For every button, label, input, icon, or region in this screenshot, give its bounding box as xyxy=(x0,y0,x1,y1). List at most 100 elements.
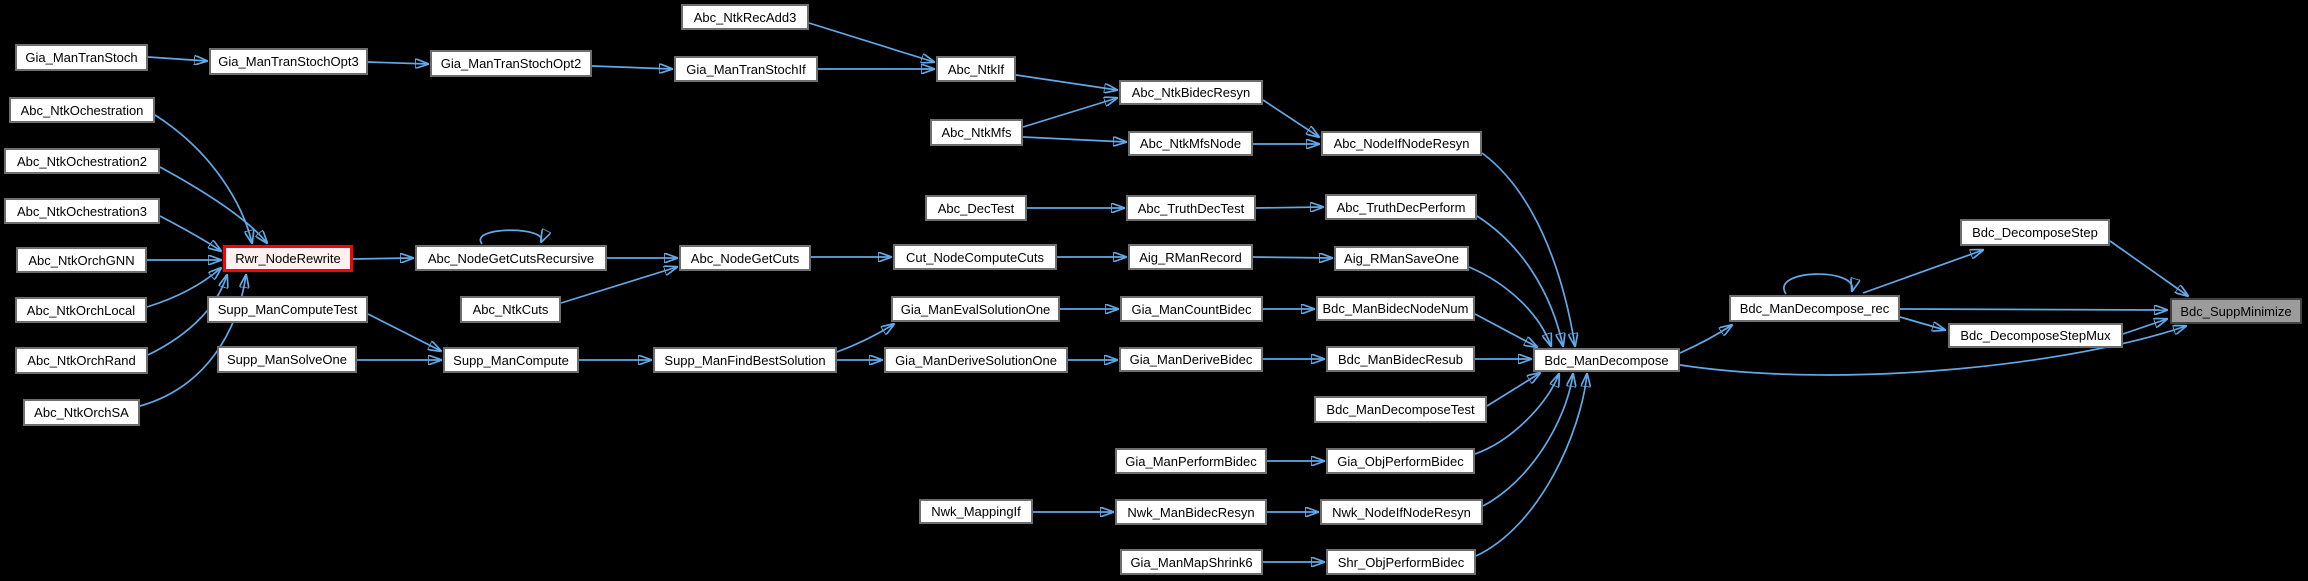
node-label: Abc_NtkBidecResyn xyxy=(1131,85,1251,100)
node-Rwr_NodeRewrite[interactable]: Rwr_NodeRewrite xyxy=(223,245,353,272)
node-Supp_ManFindBestSolution[interactable]: Supp_ManFindBestSolution xyxy=(653,347,837,373)
node-Bdc_ManBidecResub[interactable]: Bdc_ManBidecResub xyxy=(1326,346,1475,372)
node-label: Shr_ObjPerformBidec xyxy=(1337,554,1465,570)
node-label: Abc_NtkOchestration3 xyxy=(16,203,148,219)
node-Gia_ManDeriveBidec[interactable]: Gia_ManDeriveBidec xyxy=(1119,347,1263,372)
edge-Bdc_ManDecompose_rec-to-Bdc_ManDecompose_rec xyxy=(1783,273,1853,295)
node-Abc_NtkOrchLocal[interactable]: Abc_NtkOrchLocal xyxy=(15,297,147,323)
node-Abc_NodeIfNodeResyn[interactable]: Abc_NodeIfNodeResyn xyxy=(1321,131,1482,156)
node-Aig_RManRecord[interactable]: Aig_RManRecord xyxy=(1128,244,1253,270)
node-Abc_DecTest[interactable]: Abc_DecTest xyxy=(925,195,1027,221)
node-Abc_NodeGetCutsRecursive[interactable]: Abc_NodeGetCutsRecursive xyxy=(415,245,607,271)
node-label: Nwk_MappingIf xyxy=(931,504,1021,519)
node-label: Abc_NtkOrchRand xyxy=(27,353,136,368)
edge-Abc_NtkMfs-to-Abc_NtkMfsNode xyxy=(1022,136,1126,142)
edge-Bdc_ManDecompose_rec-to-Bdc_DecomposeStep xyxy=(1862,250,1983,294)
node-Gia_ManDeriveSolutionOne[interactable]: Gia_ManDeriveSolutionOne xyxy=(884,347,1068,373)
node-Aig_RManSaveOne[interactable]: Aig_RManSaveOne xyxy=(1334,246,1469,271)
node-label: Abc_NtkOchestration xyxy=(20,102,144,118)
edge-Bdc_ManDecompose_rec-to-Bdc_DecomposeStepMux xyxy=(1899,316,1945,330)
edge-Bdc_ManDecomposeTest-to-Bdc_ManDecompose xyxy=(1486,373,1540,407)
edge-Gia_ObjPerformBidec-to-Bdc_ManDecompose xyxy=(1474,374,1559,455)
node-Abc_NtkBidecResyn[interactable]: Abc_NtkBidecResyn xyxy=(1119,80,1263,105)
node-Abc_TruthDecPerform[interactable]: Abc_TruthDecPerform xyxy=(1325,194,1477,220)
edge-Abc_NtkOrchSA-to-Rwr_NodeRewrite xyxy=(139,275,246,407)
node-label: Abc_NtkIf xyxy=(947,61,1005,77)
node-label: Abc_NodeGetCutsRecursive xyxy=(427,250,595,266)
node-label: Cut_NodeComputeCuts xyxy=(905,249,1045,265)
node-Shr_ObjPerformBidec[interactable]: Shr_ObjPerformBidec xyxy=(1326,549,1476,575)
node-Abc_NtkOrchSA[interactable]: Abc_NtkOrchSA xyxy=(23,399,140,426)
node-Gia_ObjPerformBidec[interactable]: Gia_ObjPerformBidec xyxy=(1326,448,1475,474)
edge-Abc_TruthDecPerform-to-Bdc_ManDecompose xyxy=(1476,215,1563,346)
node-Gia_ManTranStochOpt2[interactable]: Gia_ManTranStochOpt2 xyxy=(430,50,592,77)
node-Gia_ManPerformBidec[interactable]: Gia_ManPerformBidec xyxy=(1115,448,1267,474)
edge-Abc_NodeGetCutsRecursive-to-Abc_NodeGetCutsRecursive xyxy=(479,230,541,244)
node-Bdc_ManDecomposeTest[interactable]: Bdc_ManDecomposeTest xyxy=(1314,396,1487,423)
node-label: Nwk_NodeIfNodeResyn xyxy=(1332,504,1471,520)
node-Gia_ManTranStochIf[interactable]: Gia_ManTranStochIf xyxy=(674,56,818,82)
node-Abc_NtkOchestration3[interactable]: Abc_NtkOchestration3 xyxy=(4,198,160,224)
node-label: Gia_ManPerformBidec xyxy=(1125,453,1257,469)
node-Bdc_SuppMinimize[interactable]: Bdc_SuppMinimize xyxy=(2170,298,2302,324)
edge-Bdc_ManDecompose-to-Bdc_SuppMinimize xyxy=(1679,326,2186,376)
node-Bdc_DecomposeStepMux[interactable]: Bdc_DecomposeStepMux xyxy=(1948,323,2123,348)
edge-Aig_RManRecord-to-Aig_RManSaveOne xyxy=(1252,257,1332,258)
node-label: Gia_ManDeriveSolutionOne xyxy=(895,352,1057,368)
node-Gia_ManTranStoch[interactable]: Gia_ManTranStoch xyxy=(15,44,148,71)
edge-Gia_ManTranStochOpt3-to-Gia_ManTranStochOpt2 xyxy=(367,62,428,64)
node-label: Bdc_ManBidecNodeNum xyxy=(1322,301,1469,316)
node-Abc_NtkRecAdd3[interactable]: Abc_NtkRecAdd3 xyxy=(681,4,809,30)
node-Gia_ManCountBidec[interactable]: Gia_ManCountBidec xyxy=(1120,296,1263,322)
node-Abc_NtkOchestration[interactable]: Abc_NtkOchestration xyxy=(9,97,155,123)
edge-Abc_NtkOchestration2-to-Rwr_NodeRewrite xyxy=(159,166,267,243)
node-Gia_ManMapShrink6[interactable]: Gia_ManMapShrink6 xyxy=(1120,549,1263,575)
edge-Abc_NodeIfNodeResyn-to-Bdc_ManDecompose xyxy=(1481,152,1575,346)
node-label: Gia_ManEvalSolutionOne xyxy=(900,301,1051,317)
edge-Abc_NtkMfs-to-Abc_NtkBidecResyn xyxy=(1022,98,1117,128)
node-Abc_TruthDecTest[interactable]: Abc_TruthDecTest xyxy=(1126,195,1256,221)
node-Bdc_ManBidecNodeNum[interactable]: Bdc_ManBidecNodeNum xyxy=(1316,296,1475,321)
node-Abc_NtkMfs[interactable]: Abc_NtkMfs xyxy=(930,119,1023,146)
node-Gia_ManEvalSolutionOne[interactable]: Gia_ManEvalSolutionOne xyxy=(891,296,1060,322)
node-Abc_NodeGetCuts[interactable]: Abc_NodeGetCuts xyxy=(679,245,811,271)
node-Bdc_ManDecompose[interactable]: Bdc_ManDecompose xyxy=(1533,348,1680,372)
node-Gia_ManTranStochOpt3[interactable]: Gia_ManTranStochOpt3 xyxy=(209,48,368,75)
node-label: Bdc_ManDecompose_rec xyxy=(1739,301,1890,316)
node-Abc_NtkIf[interactable]: Abc_NtkIf xyxy=(936,56,1016,82)
node-Abc_NtkOrchGNN[interactable]: Abc_NtkOrchGNN xyxy=(16,247,147,273)
node-label: Supp_ManComputeTest xyxy=(217,302,358,317)
node-Nwk_ManBidecResyn[interactable]: Nwk_ManBidecResyn xyxy=(1115,499,1267,525)
node-label: Bdc_ManDecomposeTest xyxy=(1326,402,1475,417)
node-label: Bdc_ManDecompose xyxy=(1544,352,1669,368)
edge-Abc_NtkRecAdd3-to-Abc_NtkIf xyxy=(808,22,934,62)
node-Abc_NtkCuts[interactable]: Abc_NtkCuts xyxy=(460,296,561,323)
node-Cut_NodeComputeCuts[interactable]: Cut_NodeComputeCuts xyxy=(893,244,1057,270)
node-Bdc_DecomposeStep[interactable]: Bdc_DecomposeStep xyxy=(1960,219,2110,246)
node-label: Abc_NtkOrchSA xyxy=(34,405,129,420)
edge-Shr_ObjPerformBidec-to-Bdc_ManDecompose xyxy=(1475,374,1587,557)
edge-Bdc_ManBidecNodeNum-to-Bdc_ManDecompose xyxy=(1474,313,1537,347)
edge-Bdc_DecomposeStepMux-to-Bdc_SuppMinimize xyxy=(2122,319,2167,335)
node-Nwk_NodeIfNodeResyn[interactable]: Nwk_NodeIfNodeResyn xyxy=(1320,499,1483,525)
node-Abc_NtkOchestration2[interactable]: Abc_NtkOchestration2 xyxy=(4,148,160,174)
node-Supp_ManCompute[interactable]: Supp_ManCompute xyxy=(443,347,579,373)
node-label: Bdc_SuppMinimize xyxy=(2180,303,2292,319)
node-label: Abc_DecTest xyxy=(937,200,1015,216)
node-Abc_NtkOrchRand[interactable]: Abc_NtkOrchRand xyxy=(15,347,148,374)
node-label: Gia_ManDeriveBidec xyxy=(1129,352,1253,367)
node-label: Abc_TruthDecTest xyxy=(1137,200,1245,216)
node-Bdc_ManDecompose_rec[interactable]: Bdc_ManDecompose_rec xyxy=(1729,295,1900,322)
edge-Bdc_ManDecompose-to-Bdc_ManDecompose_rec xyxy=(1679,325,1732,354)
node-Supp_ManSolveOne[interactable]: Supp_ManSolveOne xyxy=(217,346,357,373)
node-Abc_NtkMfsNode[interactable]: Abc_NtkMfsNode xyxy=(1128,131,1253,156)
node-label: Rwr_NodeRewrite xyxy=(235,251,341,266)
edge-Abc_NtkCuts-to-Abc_NodeGetCuts xyxy=(560,267,677,304)
node-Supp_ManComputeTest[interactable]: Supp_ManComputeTest xyxy=(207,296,368,323)
node-label: Gia_ManTranStochIf xyxy=(686,61,806,77)
node-Nwk_MappingIf[interactable]: Nwk_MappingIf xyxy=(919,499,1033,524)
edge-Supp_ManFindBestSolution-to-Gia_ManEvalSolutionOne xyxy=(836,324,894,353)
edge-Abc_NtkOchestration3-to-Rwr_NodeRewrite xyxy=(159,215,221,251)
node-label: Gia_ManTranStochOpt3 xyxy=(218,54,359,69)
